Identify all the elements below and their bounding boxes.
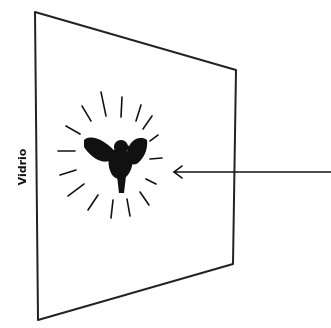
impact-ray — [121, 97, 122, 117]
impact-ray — [150, 158, 162, 159]
glass-pane — [35, 12, 236, 320]
glass-label: Vidrio — [16, 148, 29, 185]
